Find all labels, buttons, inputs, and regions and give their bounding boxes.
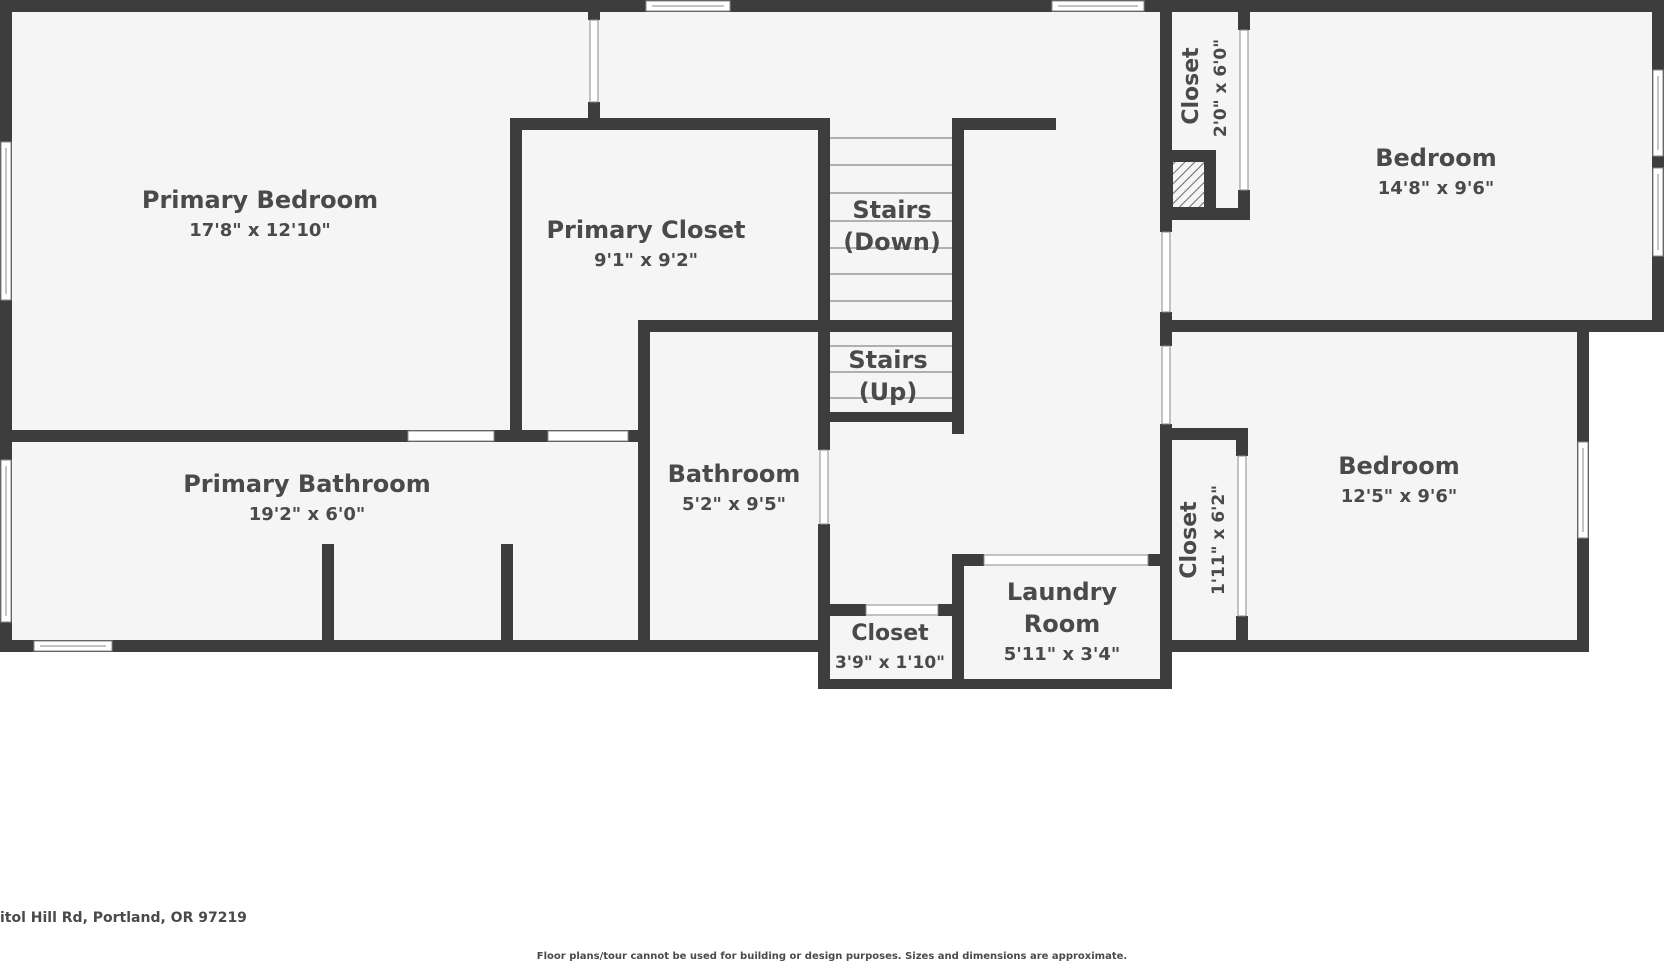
closet-right-dimensions: 1'11" x 6'2" bbox=[1209, 485, 1229, 595]
openings bbox=[0, 0, 1664, 652]
bedroom-top-name: Bedroom bbox=[1375, 144, 1497, 172]
stairs-down-label-1: Stairs bbox=[852, 196, 931, 224]
primary-closet-name: Primary Closet bbox=[546, 216, 745, 244]
closet-right-name: Closet bbox=[1177, 501, 1202, 579]
doorway bbox=[819, 449, 829, 525]
stairs-up-label-1: Stairs bbox=[848, 346, 927, 374]
chimney-block bbox=[1171, 159, 1207, 209]
doorway bbox=[547, 430, 629, 442]
doorway bbox=[865, 604, 939, 616]
doorway bbox=[589, 19, 599, 103]
doorway bbox=[1161, 345, 1171, 425]
disclaimer: Floor plans/tour cannot be used for buil… bbox=[536, 951, 1128, 962]
bathroom-dimensions: 5'2" x 9'5" bbox=[682, 494, 786, 515]
closet-small-name: Closet bbox=[851, 621, 929, 646]
laundry-room-name-1: Laundry bbox=[1007, 578, 1118, 606]
property-address: itol Hill Rd, Portland, OR 97219 bbox=[0, 910, 247, 926]
bedroom-bottom-name: Bedroom bbox=[1338, 452, 1460, 480]
laundry-room-name-2: Room bbox=[1024, 610, 1100, 638]
laundry-room-dimensions: 5'11" x 3'4" bbox=[1004, 644, 1121, 665]
doorway bbox=[1237, 455, 1247, 617]
floor-fills bbox=[6, 6, 1660, 686]
stairs-down-label-2: (Down) bbox=[843, 228, 941, 256]
closet-small-dimensions: 3'9" x 1'10" bbox=[835, 653, 945, 673]
doorway bbox=[1239, 29, 1249, 191]
bedroom-top-dimensions: 14'8" x 9'6" bbox=[1378, 178, 1495, 199]
doorway bbox=[407, 430, 495, 442]
doorway bbox=[983, 554, 1149, 566]
primary-bathroom-dimensions: 19'2" x 6'0" bbox=[249, 504, 366, 525]
primary-bedroom-dimensions: 17'8" x 12'10" bbox=[189, 220, 331, 241]
primary-bathroom-name: Primary Bathroom bbox=[183, 470, 431, 498]
bedroom-bottom-dimensions: 12'5" x 9'6" bbox=[1341, 486, 1458, 507]
bathroom-name: Bathroom bbox=[668, 460, 801, 488]
primary-closet-dimensions: 9'1" x 9'2" bbox=[594, 250, 698, 271]
closet-top-name: Closet bbox=[1179, 47, 1204, 125]
closet-top-dimensions: 2'0" x 6'0" bbox=[1211, 39, 1231, 137]
stairs-up-label-2: (Up) bbox=[859, 378, 918, 406]
primary-bedroom-name: Primary Bedroom bbox=[142, 186, 378, 214]
doorway bbox=[1161, 231, 1171, 313]
room-labels: Primary Bedroom 17'8" x 12'10" Primary C… bbox=[142, 39, 1497, 673]
